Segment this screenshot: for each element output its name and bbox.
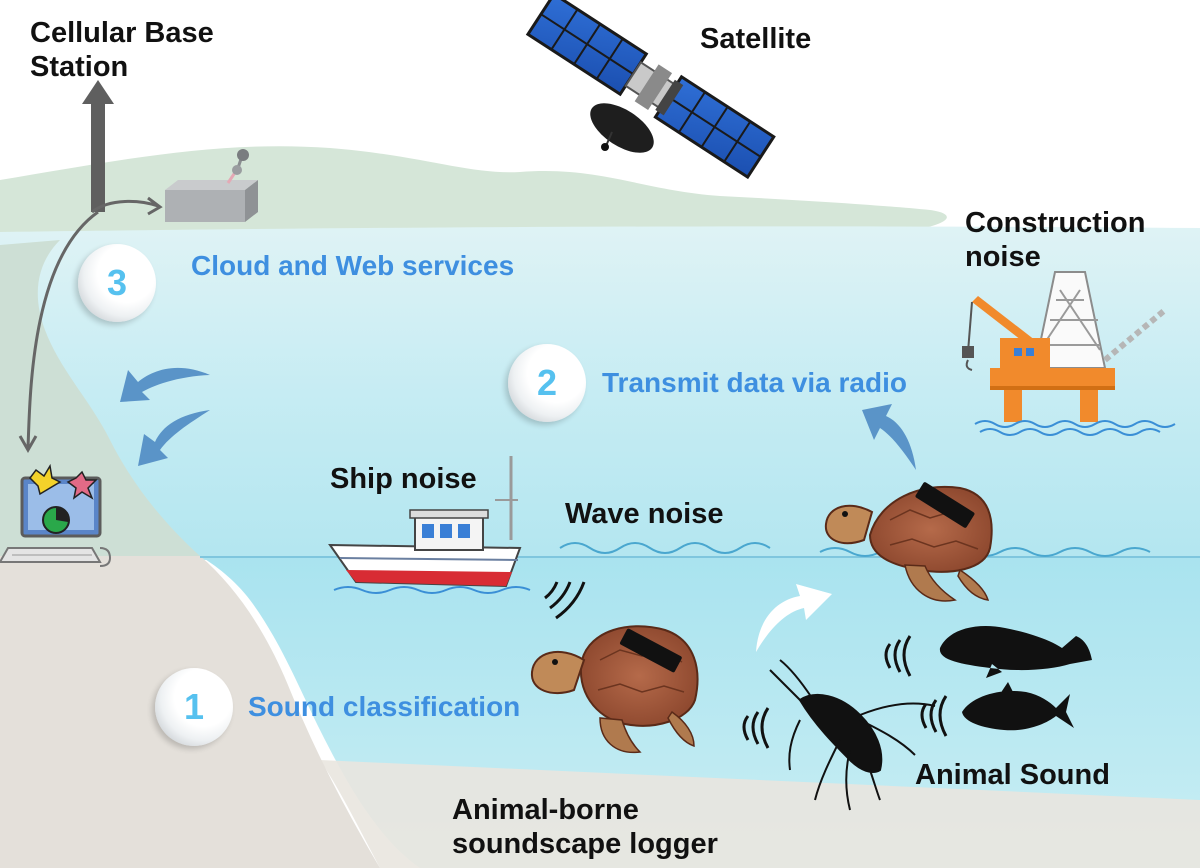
curved-arrow-icon	[756, 584, 832, 652]
computer-icon	[0, 463, 112, 567]
oil-platform-icon	[962, 271, 1176, 436]
arrowhead-right	[147, 196, 163, 216]
cellular-base-box-icon	[165, 149, 258, 222]
step-badge-3: 3	[78, 244, 156, 322]
wave-noise-label: Wave noise	[565, 498, 724, 530]
seabed	[320, 760, 1200, 868]
cellular-base-station-label: Cellular Base Station	[30, 17, 214, 83]
sea-surface	[0, 226, 1200, 560]
dugong-icon	[939, 626, 1092, 678]
soundscape-logger-label: Animal-borne soundscape logger	[452, 794, 718, 860]
step-number-3: 3	[106, 262, 128, 303]
animal-sound-label: Animal Sound	[915, 759, 1110, 791]
sound-waves-icon	[920, 695, 948, 737]
transmit-radio-label: Transmit data via radio	[602, 367, 907, 398]
curved-arrow-icon	[138, 410, 210, 466]
step-number-1: 1	[183, 686, 205, 727]
arrowhead-down	[18, 435, 38, 454]
sound-waves-icon	[742, 707, 770, 749]
ship-noise-label: Ship noise	[330, 463, 477, 495]
sea-turtle-icon	[530, 625, 699, 754]
fish-icon	[962, 682, 1074, 731]
satellite-dish-icon	[590, 103, 654, 153]
sound-waves-icon	[884, 635, 912, 677]
step-badge-2: 2	[508, 344, 586, 422]
cellular-tower-icon	[82, 80, 114, 212]
step-number-2: 2	[536, 362, 558, 403]
boat-icon	[328, 456, 531, 594]
satellite-icon	[525, 0, 776, 180]
network-link-arrow	[26, 210, 99, 449]
curved-arrow-icon	[862, 404, 916, 470]
data-logger-icon	[619, 628, 682, 673]
data-logger-icon	[915, 482, 975, 528]
step-badge-1: 1	[155, 668, 233, 746]
sound-waves-icon	[544, 581, 586, 620]
curved-arrow-icon	[120, 367, 210, 402]
lobster-icon	[769, 659, 936, 811]
satellite-label: Satellite	[700, 23, 812, 55]
construction-noise-label: Construction noise	[965, 207, 1146, 273]
network-link-arrow-right	[91, 199, 159, 214]
sound-classification-label: Sound classification	[248, 691, 521, 722]
cloud-web-services-label: Cloud and Web services	[191, 250, 515, 281]
